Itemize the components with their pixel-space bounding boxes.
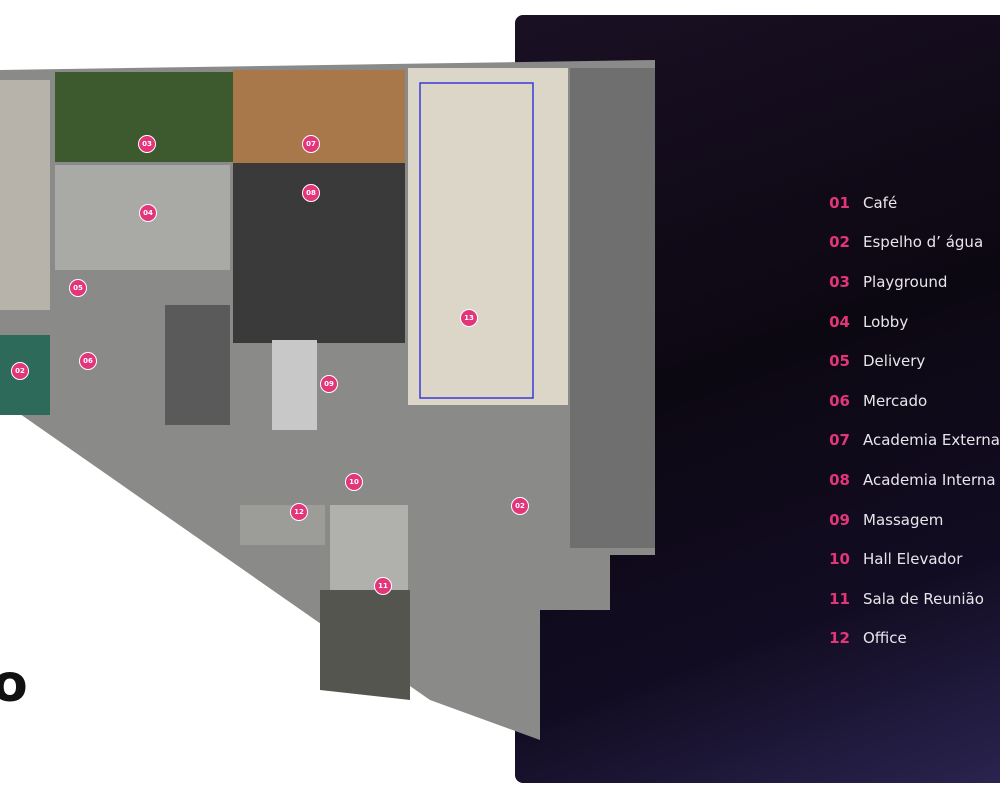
legend-number: 07 bbox=[829, 431, 850, 450]
sand-court bbox=[408, 68, 568, 405]
map-marker[interactable]: 07 bbox=[302, 135, 320, 153]
legend-label: Hall Elevador bbox=[863, 550, 963, 569]
legend-item: 11 Sala de Reunião bbox=[820, 579, 1000, 619]
parking-lane bbox=[570, 68, 655, 548]
legend-label: Mercado bbox=[863, 391, 928, 410]
legend-label: Academia Interna bbox=[863, 470, 996, 489]
map-marker[interactable]: 13 bbox=[460, 309, 478, 327]
legend-item: 04 Lobby bbox=[820, 302, 1000, 342]
legend-number: 08 bbox=[829, 470, 850, 489]
legend-item: 01 Café bbox=[820, 183, 1000, 223]
map-marker[interactable]: 10 bbox=[345, 473, 363, 491]
legend-number: 12 bbox=[829, 629, 850, 648]
map-marker[interactable]: 05 bbox=[69, 279, 87, 297]
legend-label: Lobby bbox=[863, 312, 909, 331]
legend-number: 02 bbox=[829, 233, 850, 252]
legend-number: 09 bbox=[829, 510, 850, 529]
legend-number: 03 bbox=[829, 272, 850, 291]
legend-item: 03 Playground bbox=[820, 262, 1000, 302]
court-lines bbox=[419, 82, 534, 399]
legend-label: Academia Externa bbox=[863, 431, 1000, 450]
legend-item: 02 Espelho d’ água bbox=[820, 223, 1000, 263]
legend-number: 01 bbox=[829, 193, 850, 212]
legend-label: Delivery bbox=[863, 352, 926, 371]
map-marker[interactable]: 02 bbox=[11, 362, 29, 380]
legend-label: Playground bbox=[863, 272, 948, 291]
legend-label: Café bbox=[863, 193, 898, 212]
legend-item: 09 Massagem bbox=[820, 500, 1000, 540]
elevators bbox=[272, 340, 317, 430]
legend-number: 06 bbox=[829, 391, 850, 410]
legend-number: 11 bbox=[829, 589, 850, 608]
lower-grass bbox=[320, 590, 410, 700]
map-marker[interactable]: 12 bbox=[290, 503, 308, 521]
map-marker[interactable]: 08 bbox=[302, 184, 320, 202]
legend-label: Office bbox=[863, 629, 907, 648]
legend-number: 04 bbox=[829, 312, 850, 331]
map-marker[interactable]: 02 bbox=[511, 497, 529, 515]
legend-label: Massagem bbox=[863, 510, 944, 529]
map-marker[interactable]: 11 bbox=[374, 577, 392, 595]
map-marker[interactable]: 03 bbox=[138, 135, 156, 153]
legend-number: 05 bbox=[829, 352, 850, 371]
legend-label: Espelho d’ água bbox=[863, 233, 984, 252]
legend-item: 12 Office bbox=[820, 619, 1000, 659]
legend-item: 05 Delivery bbox=[820, 341, 1000, 381]
meeting-room bbox=[330, 505, 408, 590]
outdoor-gym-deck bbox=[233, 70, 405, 163]
office bbox=[240, 505, 325, 545]
legend-item: 10 Hall Elevador bbox=[820, 539, 1000, 579]
legend: 01 Café 02 Espelho d’ água 03 Playground 04… bbox=[820, 183, 1000, 658]
cafe bbox=[0, 80, 50, 310]
map-marker[interactable]: 04 bbox=[139, 204, 157, 222]
legend-item: 07 Academia Externa bbox=[820, 421, 1000, 461]
legend-item: 06 Mercado bbox=[820, 381, 1000, 421]
legend-label: Sala de Reunião bbox=[863, 589, 984, 608]
map-marker[interactable]: 06 bbox=[79, 352, 97, 370]
stairs bbox=[165, 305, 230, 425]
page-title-fragment: o bbox=[0, 654, 28, 714]
legend-number: 10 bbox=[829, 550, 850, 569]
legend-item: 08 Academia Interna bbox=[820, 460, 1000, 500]
map-marker[interactable]: 09 bbox=[320, 375, 338, 393]
